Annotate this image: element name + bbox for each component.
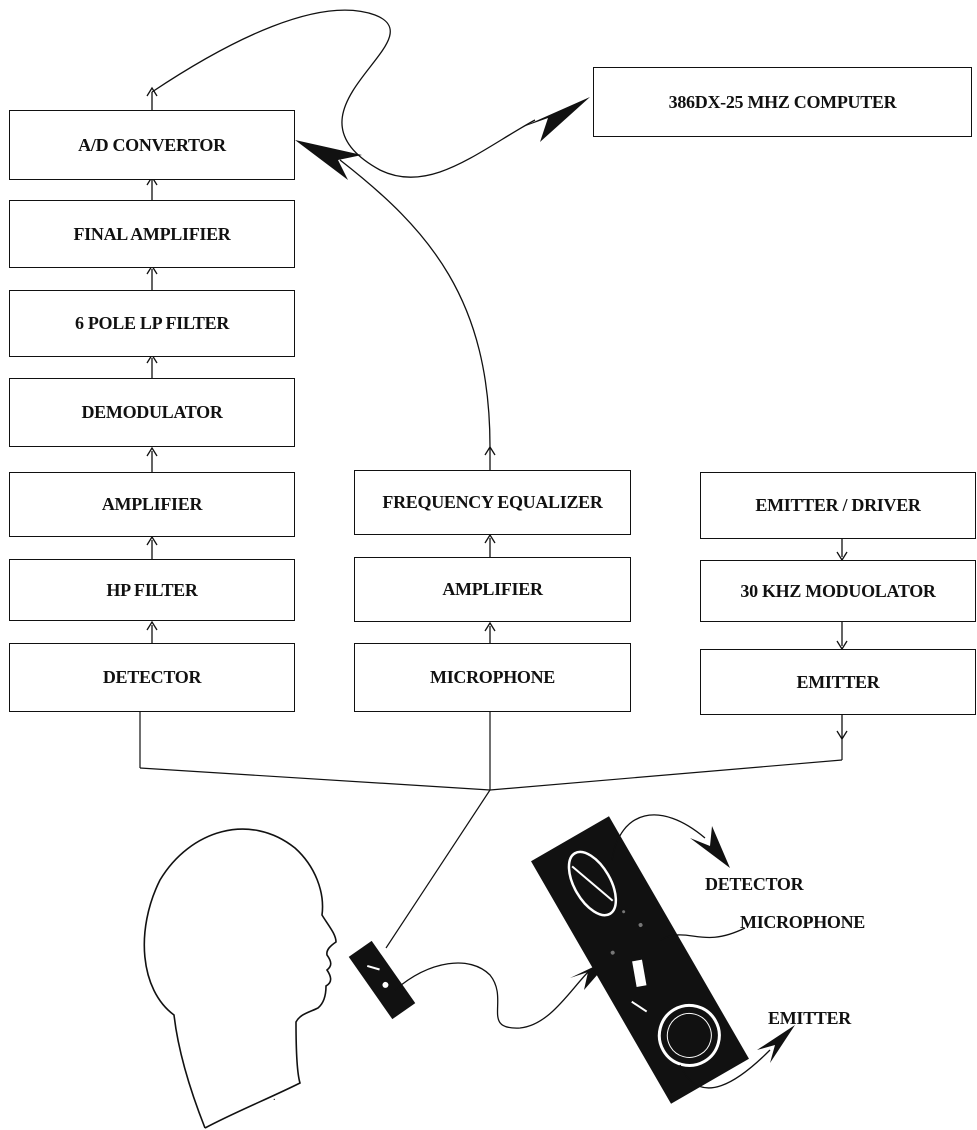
block-amplifier-middle: AMPLIFIER — [354, 557, 631, 622]
callout-emitter — [679, 1049, 771, 1089]
callout-detector — [611, 814, 706, 861]
block-hp-filter: HP FILTER — [9, 559, 295, 621]
block-modulator: 30 KHZ MODUOLATOR — [700, 560, 976, 622]
probe-bus — [139, 712, 843, 949]
head-profile-drawing — [143, 828, 337, 1129]
block-lp-filter-label: 6 POLE LP FILTER — [74, 313, 230, 333]
label-microphone: MICROPHONE — [740, 912, 865, 932]
block-emitter-driver: EMITTER / DRIVER — [700, 472, 976, 539]
sensor-probe-closeup — [531, 816, 749, 1104]
block-emitter-label: EMITTER — [796, 671, 880, 692]
block-lp-filter: 6 POLE LP FILTER — [9, 290, 295, 357]
sensor-probe — [348, 940, 416, 1020]
block-detector: DETECTOR — [9, 643, 295, 712]
block-amplifier-left: AMPLIFIER — [9, 472, 295, 537]
block-frequency-equalizer: FREQUENCY EQUALIZER — [354, 470, 631, 535]
block-demodulator-label: DEMODULATOR — [81, 402, 223, 422]
block-amplifier-middle-label: AMPLIFIER — [442, 579, 543, 599]
block-final-amplifier: FINAL AMPLIFIER — [9, 200, 295, 268]
block-frequency-equalizer-label: FREQUENCY EQUALIZER — [382, 492, 603, 512]
left-chain-arrows — [146, 86, 158, 643]
arrowhead-ad — [295, 140, 362, 180]
svg-text:.: . — [273, 1092, 276, 1103]
block-microphone: MICROPHONE — [354, 643, 631, 712]
label-detector: DETECTOR — [705, 874, 804, 894]
block-amplifier-left-label: AMPLIFIER — [101, 494, 203, 514]
curve-equalizer-to-ad — [339, 159, 491, 448]
block-emitter-driver-label: EMITTER / DRIVER — [755, 495, 921, 515]
block-modulator-label: 30 KHZ MODUOLATOR — [740, 580, 936, 601]
curve-ad-to-computer — [151, 9, 536, 178]
callout-microphone — [659, 927, 746, 941]
block-ad-convertor: A/D CONVERTOR — [9, 110, 295, 180]
block-ad-convertor-label: A/D CONVERTOR — [78, 134, 226, 155]
arrowhead-computer — [520, 97, 590, 142]
block-computer: 386DX-25 MHZ COMPUTER — [593, 67, 972, 137]
block-computer-label: 386DX-25 MHZ COMPUTER — [668, 91, 897, 112]
block-hp-filter-label: HP FILTER — [106, 579, 198, 600]
probe-cable — [394, 962, 591, 1029]
block-final-amplifier-label: FINAL AMPLIFIER — [73, 223, 231, 244]
block-detector-label: DETECTOR — [102, 667, 202, 687]
label-emitter: EMITTER — [768, 1008, 851, 1028]
block-demodulator: DEMODULATOR — [9, 378, 295, 447]
block-emitter: EMITTER — [700, 649, 976, 715]
block-microphone-label: MICROPHONE — [430, 667, 555, 687]
